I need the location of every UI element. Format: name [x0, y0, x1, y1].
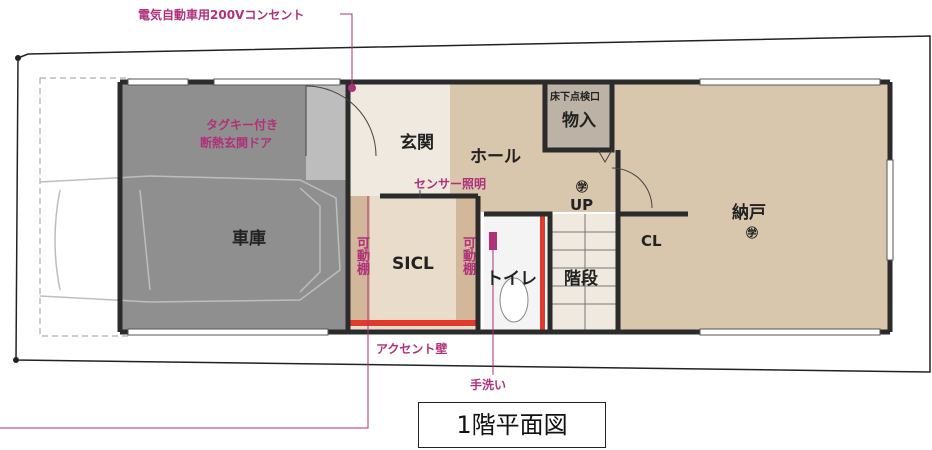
- stairs-label: 階段: [564, 269, 598, 289]
- shelf-left-label: 可動棚: [354, 236, 369, 275]
- plan-title: 1階平面図: [418, 402, 606, 448]
- storage-floor: [542, 84, 612, 150]
- sicl-shelf-right: [456, 196, 476, 322]
- windows: [127, 78, 894, 336]
- toilet-label: トイレ: [486, 269, 537, 289]
- underfloor-label: 床下点検口: [550, 92, 600, 103]
- stair-treads: [550, 214, 620, 330]
- site-boundary: [15, 35, 931, 373]
- toilet-accent: [540, 214, 545, 330]
- toilet-bowl: [499, 277, 529, 323]
- accent-wall: [350, 320, 476, 326]
- shelf-right-label: 可動棚: [460, 236, 475, 275]
- door-callout-line2: 断熱玄関ドア: [200, 136, 273, 150]
- hand-wash-callout: 手洗い: [470, 378, 507, 392]
- door-swings: [305, 85, 653, 209]
- hall-label: ホール: [470, 147, 521, 167]
- sicl-shelf-left: [350, 196, 370, 322]
- ev-outlet-callout: 電気自動車用200Vコンセント: [138, 8, 305, 22]
- sensor-mark-hall: ㊫: [576, 180, 589, 194]
- parking-outline: [39, 77, 131, 337]
- entrance-floor: [350, 84, 450, 196]
- cl-floor: [620, 214, 688, 330]
- up-label: UP: [570, 196, 594, 214]
- sicl-label: SICL: [392, 254, 434, 274]
- sensor-mark-closet: ㊫: [746, 226, 759, 240]
- accent-wall-callout: アクセント壁: [376, 342, 448, 356]
- cl-label: CL: [641, 232, 662, 250]
- hand-wash-mark: [489, 232, 497, 250]
- closet-room-label: 納戸: [732, 203, 766, 223]
- entrance-label: 玄関: [400, 133, 434, 153]
- car-outline: [39, 175, 341, 303]
- garage-label: 車庫: [232, 229, 266, 249]
- sicl-floor: [350, 196, 476, 330]
- storage-label: 物入: [562, 111, 596, 131]
- door-callout-line1: タグキー付き: [206, 118, 279, 132]
- callout-lines: [0, 13, 494, 429]
- entrance-step: [306, 84, 350, 180]
- sensor-light-callout: センサー照明: [414, 177, 487, 191]
